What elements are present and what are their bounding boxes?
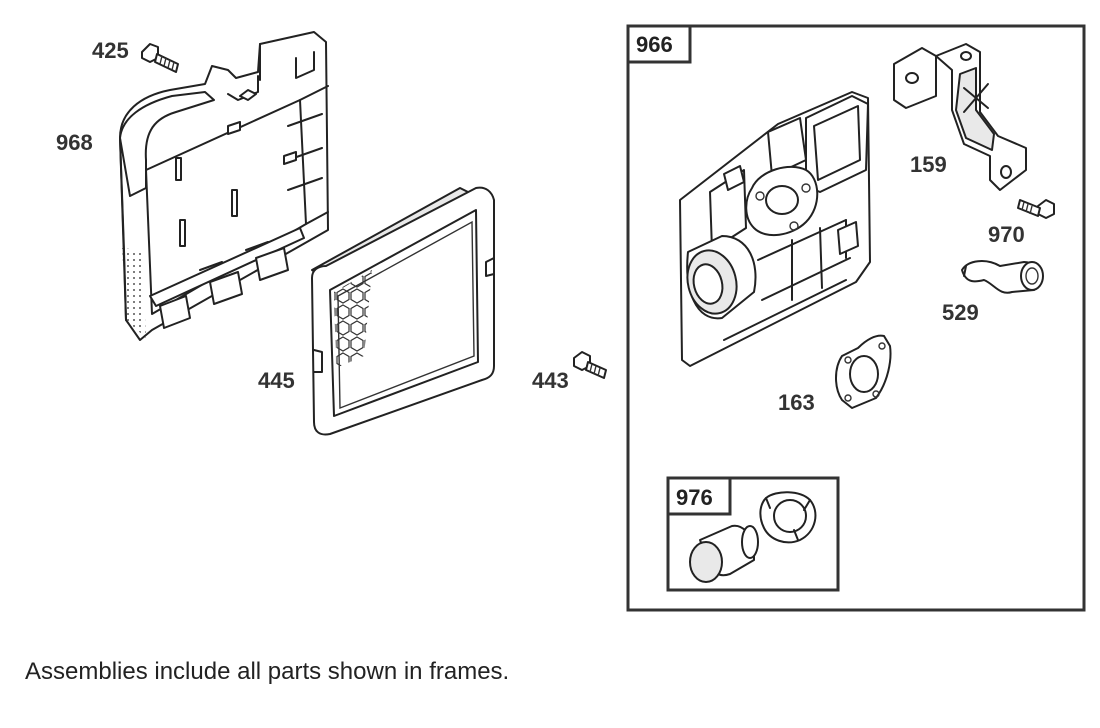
label-970: 970 bbox=[988, 222, 1025, 247]
label-163: 163 bbox=[778, 390, 815, 415]
carburetor-body bbox=[679, 91, 871, 367]
label-425: 425 bbox=[92, 38, 129, 63]
retainer-ring bbox=[759, 491, 817, 544]
gasket-163 bbox=[835, 334, 892, 409]
frame-966 bbox=[626, 24, 1086, 612]
air-filter-445 bbox=[311, 186, 495, 436]
label-443: 443 bbox=[532, 368, 569, 393]
frame-976 bbox=[666, 476, 840, 592]
label-159: 159 bbox=[910, 152, 947, 177]
label-976: 976 bbox=[676, 485, 713, 510]
screw-443 bbox=[573, 351, 607, 379]
bracket-159 bbox=[893, 43, 1027, 191]
elbow-tube-529 bbox=[961, 260, 1044, 294]
label-529: 529 bbox=[942, 300, 979, 325]
label-966: 966 bbox=[636, 32, 673, 57]
screw-425 bbox=[141, 43, 179, 73]
air-cleaner-base-968 bbox=[119, 31, 329, 341]
assemblies-footnote: Assemblies include all parts shown in fr… bbox=[25, 658, 510, 685]
label-445: 445 bbox=[258, 368, 295, 393]
screw-970 bbox=[1017, 199, 1055, 219]
primer-bulb bbox=[689, 524, 759, 583]
label-968: 968 bbox=[56, 130, 93, 155]
